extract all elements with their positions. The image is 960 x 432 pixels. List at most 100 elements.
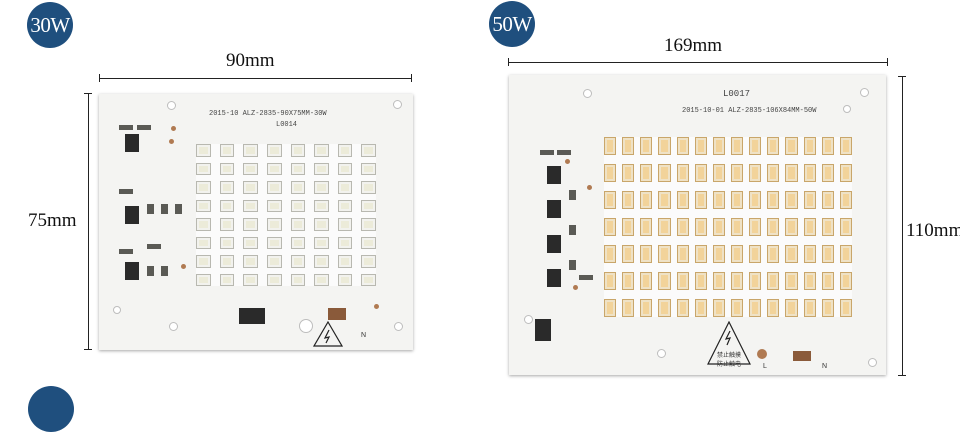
led-chip: [640, 272, 653, 290]
led-chip: [314, 199, 329, 212]
terminal-n-label: N: [822, 363, 828, 370]
led-chip: [712, 299, 725, 317]
led-chip: [839, 191, 852, 209]
led-chip: [604, 272, 617, 290]
led-chip: [290, 199, 306, 212]
resistor: [161, 204, 168, 214]
width-label-left: 90mm: [226, 50, 275, 71]
led-chip: [337, 199, 353, 212]
led-chip: [694, 218, 707, 236]
width-dimension-line-left: [99, 78, 412, 79]
height-dimension-line-left: [88, 93, 89, 350]
led-chip: [196, 162, 211, 175]
led-chip: [803, 299, 816, 317]
mount-hole: [169, 322, 178, 331]
high-voltage-warning-icon: [313, 321, 343, 347]
led-chip: [266, 236, 282, 249]
height-tick-left-end: [84, 349, 92, 350]
resistor: [147, 266, 154, 276]
led-chip: [767, 299, 780, 317]
led-chip: [622, 245, 635, 263]
led-chip: [361, 255, 376, 268]
led-chip: [196, 181, 211, 194]
driver-ic: [125, 262, 139, 280]
led-chip: [196, 273, 211, 286]
led-chip: [640, 245, 653, 263]
resistor: [161, 266, 168, 276]
led-chip: [767, 272, 780, 290]
led-chip: [676, 137, 689, 155]
board-date-text: 2015-10-01 ALZ-2835-106X84MM-50W: [682, 107, 817, 115]
mount-hole: [583, 89, 592, 98]
led-chip: [839, 218, 852, 236]
led-chip: [290, 181, 306, 194]
resistor: [569, 260, 576, 270]
led-chip: [731, 218, 744, 236]
led-chip: [785, 299, 798, 317]
led-chip: [803, 137, 816, 155]
led-chip: [694, 272, 707, 290]
via-pad: [169, 139, 174, 144]
led-chip: [604, 137, 617, 155]
resistor: [175, 204, 182, 214]
led-chip: [337, 144, 353, 157]
mount-hole: [843, 105, 851, 113]
led-chip: [694, 137, 707, 155]
led-chip: [196, 236, 211, 249]
height-tick-right-start: [898, 76, 906, 77]
power-badge-50w: 50W: [489, 1, 535, 47]
mount-hole: [868, 358, 877, 367]
mount-hole: [860, 88, 869, 97]
power-badge-partial: [28, 386, 74, 432]
led-chip: [622, 164, 635, 182]
led-chip: [694, 191, 707, 209]
led-chip: [803, 272, 816, 290]
led-chip: [749, 218, 762, 236]
mount-hole: [393, 100, 402, 109]
led-chip: [337, 273, 353, 286]
led-chip: [694, 299, 707, 317]
fuse: [793, 351, 811, 361]
height-dimension-line-right: [902, 76, 903, 376]
led-chip: [803, 245, 816, 263]
led-chip: [676, 164, 689, 182]
led-chip: [712, 137, 725, 155]
led-chip: [839, 272, 852, 290]
led-chip: [712, 272, 725, 290]
led-chip: [676, 272, 689, 290]
led-chip: [767, 164, 780, 182]
width-tick-right-end: [887, 58, 888, 66]
led-chip: [219, 144, 235, 157]
led-board-30w: 2015-10 ALZ-2835-90X75MM-30W L0014 N: [99, 94, 413, 350]
width-dimension-line-right: [508, 62, 888, 63]
led-chip: [266, 181, 282, 194]
via-pad: [181, 264, 186, 269]
led-chip: [839, 164, 852, 182]
led-chip: [803, 218, 816, 236]
led-chip: [749, 191, 762, 209]
led-chip: [658, 191, 671, 209]
led-chip: [731, 272, 744, 290]
width-tick-left-start: [99, 74, 100, 82]
led-chip: [821, 245, 834, 263]
led-chip: [219, 218, 235, 231]
height-tick-right-end: [898, 375, 906, 376]
led-chip: [314, 255, 329, 268]
led-chip: [712, 245, 725, 263]
led-chip: [767, 137, 780, 155]
led-chip: [219, 273, 235, 286]
led-chip: [337, 218, 353, 231]
led-chip: [821, 164, 834, 182]
led-chip: [196, 144, 211, 157]
led-chip: [767, 218, 780, 236]
led-chip: [640, 164, 653, 182]
led-chip: [290, 255, 306, 268]
led-chip: [361, 144, 376, 157]
led-chip: [821, 191, 834, 209]
led-chip: [361, 273, 376, 286]
led-chip: [767, 191, 780, 209]
resistor: [137, 125, 151, 130]
bridge-rectifier: [535, 319, 551, 341]
led-chip: [314, 273, 329, 286]
mount-hole: [657, 349, 666, 358]
